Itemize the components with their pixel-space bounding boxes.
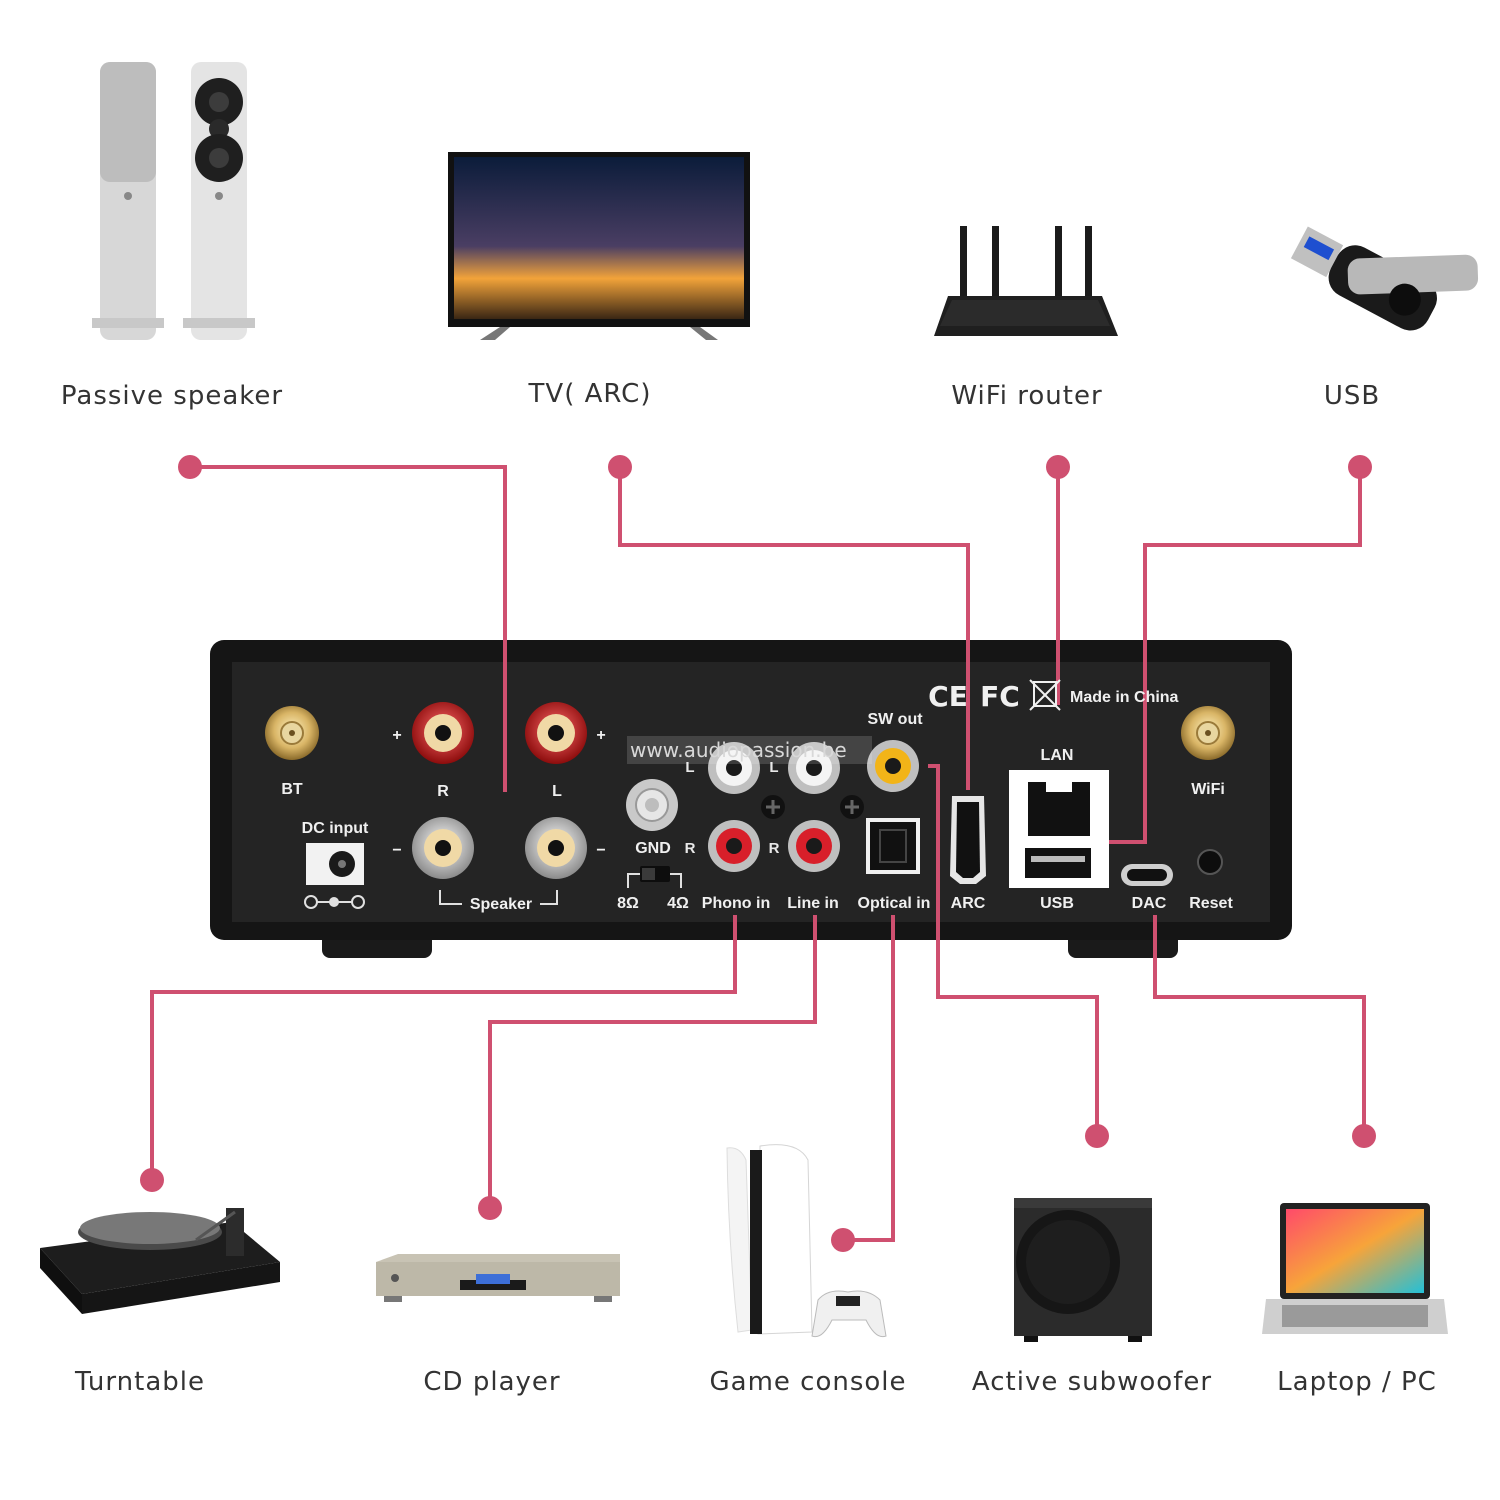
usb-a-port[interactable] (1025, 848, 1091, 878)
dc-polarity-icon (304, 895, 365, 909)
watermark-text: www.audiopassion.be (630, 738, 847, 762)
dot-game-console (831, 1228, 855, 1252)
lan-port[interactable] (1028, 782, 1090, 836)
wire-cd-player (488, 915, 817, 1208)
gnd-terminal[interactable] (626, 779, 678, 831)
watermark-box (627, 736, 872, 764)
passive-speaker-image (92, 62, 255, 340)
wire-game-console (843, 915, 895, 1242)
dot-wifi-router (1046, 455, 1070, 479)
game-console-image (726, 1144, 887, 1338)
wire-passive-speaker (190, 465, 507, 792)
dot-laptop-pc (1352, 1124, 1376, 1148)
dc-input-label: DC input (302, 820, 369, 837)
phono-l-label: L (685, 759, 694, 776)
impedance-8-ohm-label: 8Ω (617, 895, 639, 912)
made-in-china-label: Made in China (1070, 689, 1179, 706)
speaker-r-label: R (437, 783, 449, 800)
sw-out-label: SW out (867, 711, 923, 728)
lan-label: LAN (1041, 747, 1074, 764)
connection-wires (150, 465, 1366, 1242)
speaker-label: Speaker (470, 896, 532, 913)
dot-tv-arc (608, 455, 632, 479)
optical-in-port[interactable] (866, 818, 920, 874)
weee-bin-icon (1029, 679, 1061, 711)
usb-port-label: USB (1040, 895, 1074, 912)
sw-out-jack[interactable] (867, 740, 919, 792)
speaker-l-minus-sign: − (596, 842, 605, 859)
fc-mark: FC (980, 680, 1020, 713)
screw-right-icon (840, 795, 864, 819)
wire-tv-arc (618, 467, 970, 790)
arc-label: ARC (951, 895, 986, 912)
line-l-label: L (769, 759, 778, 776)
tv-image (448, 152, 750, 340)
cd-player-label: CD player (423, 1367, 560, 1397)
phono-in-l-jack[interactable] (708, 742, 760, 794)
gnd-label: GND (635, 840, 671, 857)
active-subwoofer-image (1014, 1198, 1152, 1342)
laptop-pc-label: Laptop / PC (1277, 1367, 1437, 1397)
active-subwoofer-label: Active subwoofer (972, 1367, 1212, 1397)
turntable-label: Turntable (74, 1367, 205, 1397)
wifi-label: WiFi (1191, 781, 1225, 798)
speaker-r-minus-terminal[interactable] (412, 817, 474, 879)
speaker-l-plus-terminal[interactable] (525, 702, 587, 764)
laptop-image (1262, 1203, 1448, 1334)
usb-drive-image (1290, 226, 1479, 331)
line-in-l-jack[interactable] (788, 742, 840, 794)
passive-speaker-label: Passive speaker (61, 381, 283, 411)
speaker-bracket (439, 890, 558, 905)
wifi-router-label: WiFi router (951, 381, 1102, 411)
speaker-l-plus-sign: + (596, 727, 605, 744)
phono-in-r-jack[interactable] (708, 820, 760, 872)
line-r-label: R (769, 840, 780, 857)
ce-mark: CE (928, 680, 968, 713)
impedance-switch[interactable] (627, 866, 682, 888)
reset-button[interactable] (1197, 849, 1223, 875)
arc-hdmi-port[interactable] (950, 796, 986, 884)
screw-left-icon (761, 795, 785, 819)
cd-player-image (376, 1254, 620, 1302)
dot-passive-speaker (178, 455, 202, 479)
dc-input-jack[interactable] (306, 843, 364, 885)
wire-active-subwoofer (928, 764, 1099, 1136)
tv-arc-label: TV( ARC) (528, 379, 652, 409)
dac-usb-c-port[interactable] (1121, 864, 1173, 886)
impedance-4-ohm-label: 4Ω (667, 895, 689, 912)
bt-label: BT (281, 781, 303, 798)
speaker-l-label: L (552, 783, 562, 800)
wire-laptop-pc (1153, 915, 1366, 1136)
dot-active-subwoofer (1085, 1124, 1109, 1148)
speaker-r-minus-sign: − (392, 842, 401, 859)
reset-label: Reset (1189, 895, 1233, 912)
speaker-r-plus-terminal[interactable] (412, 702, 474, 764)
dot-cd-player (478, 1196, 502, 1220)
dac-label: DAC (1132, 895, 1167, 912)
phono-r-label: R (685, 840, 696, 857)
speaker-l-minus-terminal[interactable] (525, 817, 587, 879)
wire-usb (1090, 467, 1362, 844)
wifi-router-image (934, 226, 1118, 336)
line-in-label: Line in (787, 895, 839, 912)
wifi-antenna-connector[interactable] (1181, 706, 1235, 760)
usb-label: USB (1324, 381, 1380, 411)
game-console-label: Game console (709, 1367, 906, 1397)
dot-usb (1348, 455, 1372, 479)
turntable-image (40, 1208, 280, 1314)
speaker-r-plus-sign: + (392, 727, 401, 744)
dot-turntable (140, 1168, 164, 1192)
optical-in-label: Optical in (858, 895, 931, 912)
connection-dots (140, 455, 1376, 1252)
phono-in-label: Phono in (702, 895, 770, 912)
line-in-r-jack[interactable] (788, 820, 840, 872)
wire-turntable (150, 915, 737, 1180)
bt-antenna-connector[interactable] (265, 706, 319, 760)
